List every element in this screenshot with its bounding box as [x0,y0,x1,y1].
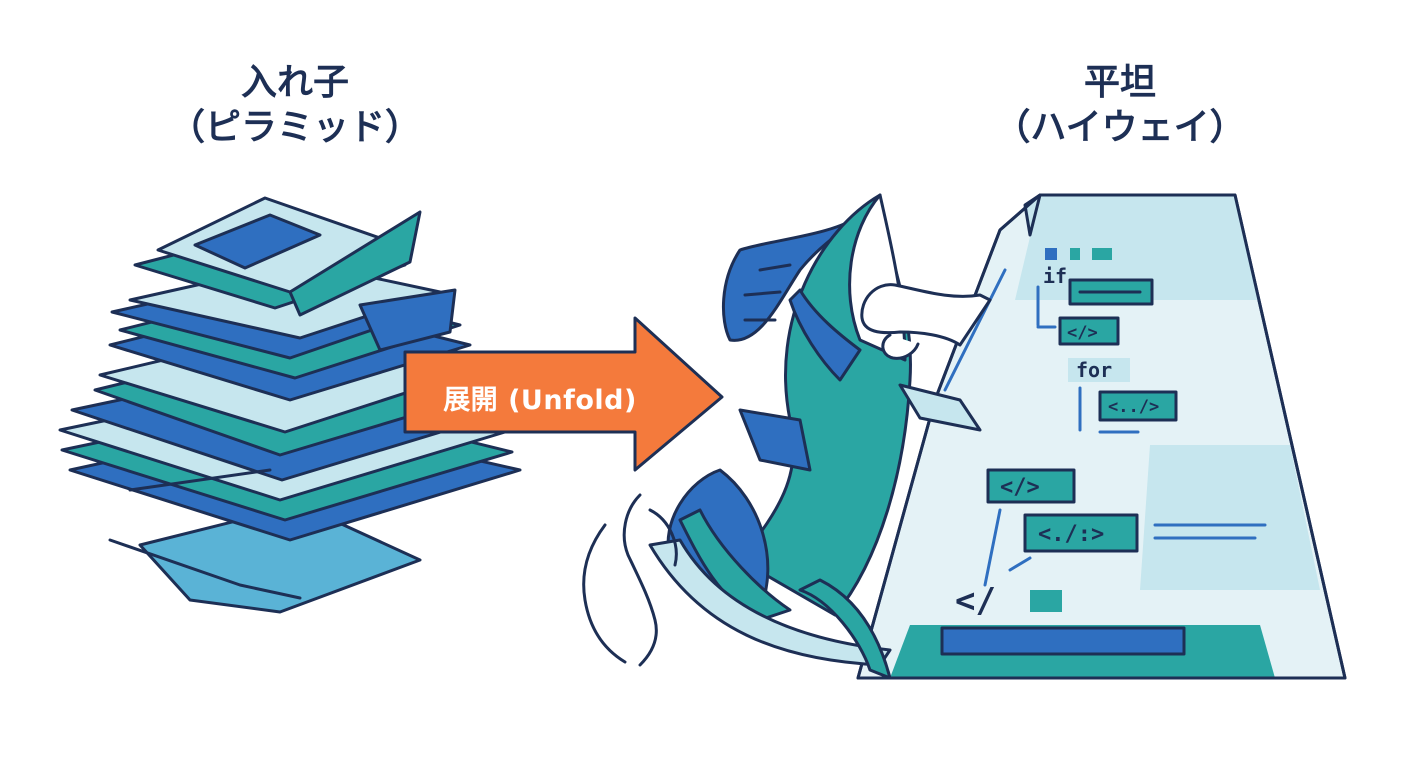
unfold-arrow [403,316,724,472]
flat-title: 平坦 （ハイウェイ） [960,60,1280,150]
flat-title-main: 平坦 [1083,62,1156,103]
nested-stack-illustration [58,196,522,614]
nested-title: 入れ子 （ピラミッド） [130,60,460,150]
code-tag-3: </> [1000,475,1040,500]
code-tag-4: <./:> [1038,522,1104,547]
unfolding-sheet-illustration [582,193,992,680]
code-tag-2: <../> [1108,397,1159,417]
nested-title-main: 入れ子 [240,62,349,103]
code-closing-tag: </ [955,581,996,621]
code-tag-1: </> [1067,323,1098,343]
code-if-keyword: if [1043,264,1067,288]
nested-title-sub: （ピラミッド） [168,107,421,148]
flat-highway-illustration [856,193,1347,680]
flat-title-sub: （ハイウェイ） [994,107,1246,148]
code-for-keyword: for [1076,358,1112,382]
unfold-arrow-label: 展開 (Unfold) [443,384,637,416]
